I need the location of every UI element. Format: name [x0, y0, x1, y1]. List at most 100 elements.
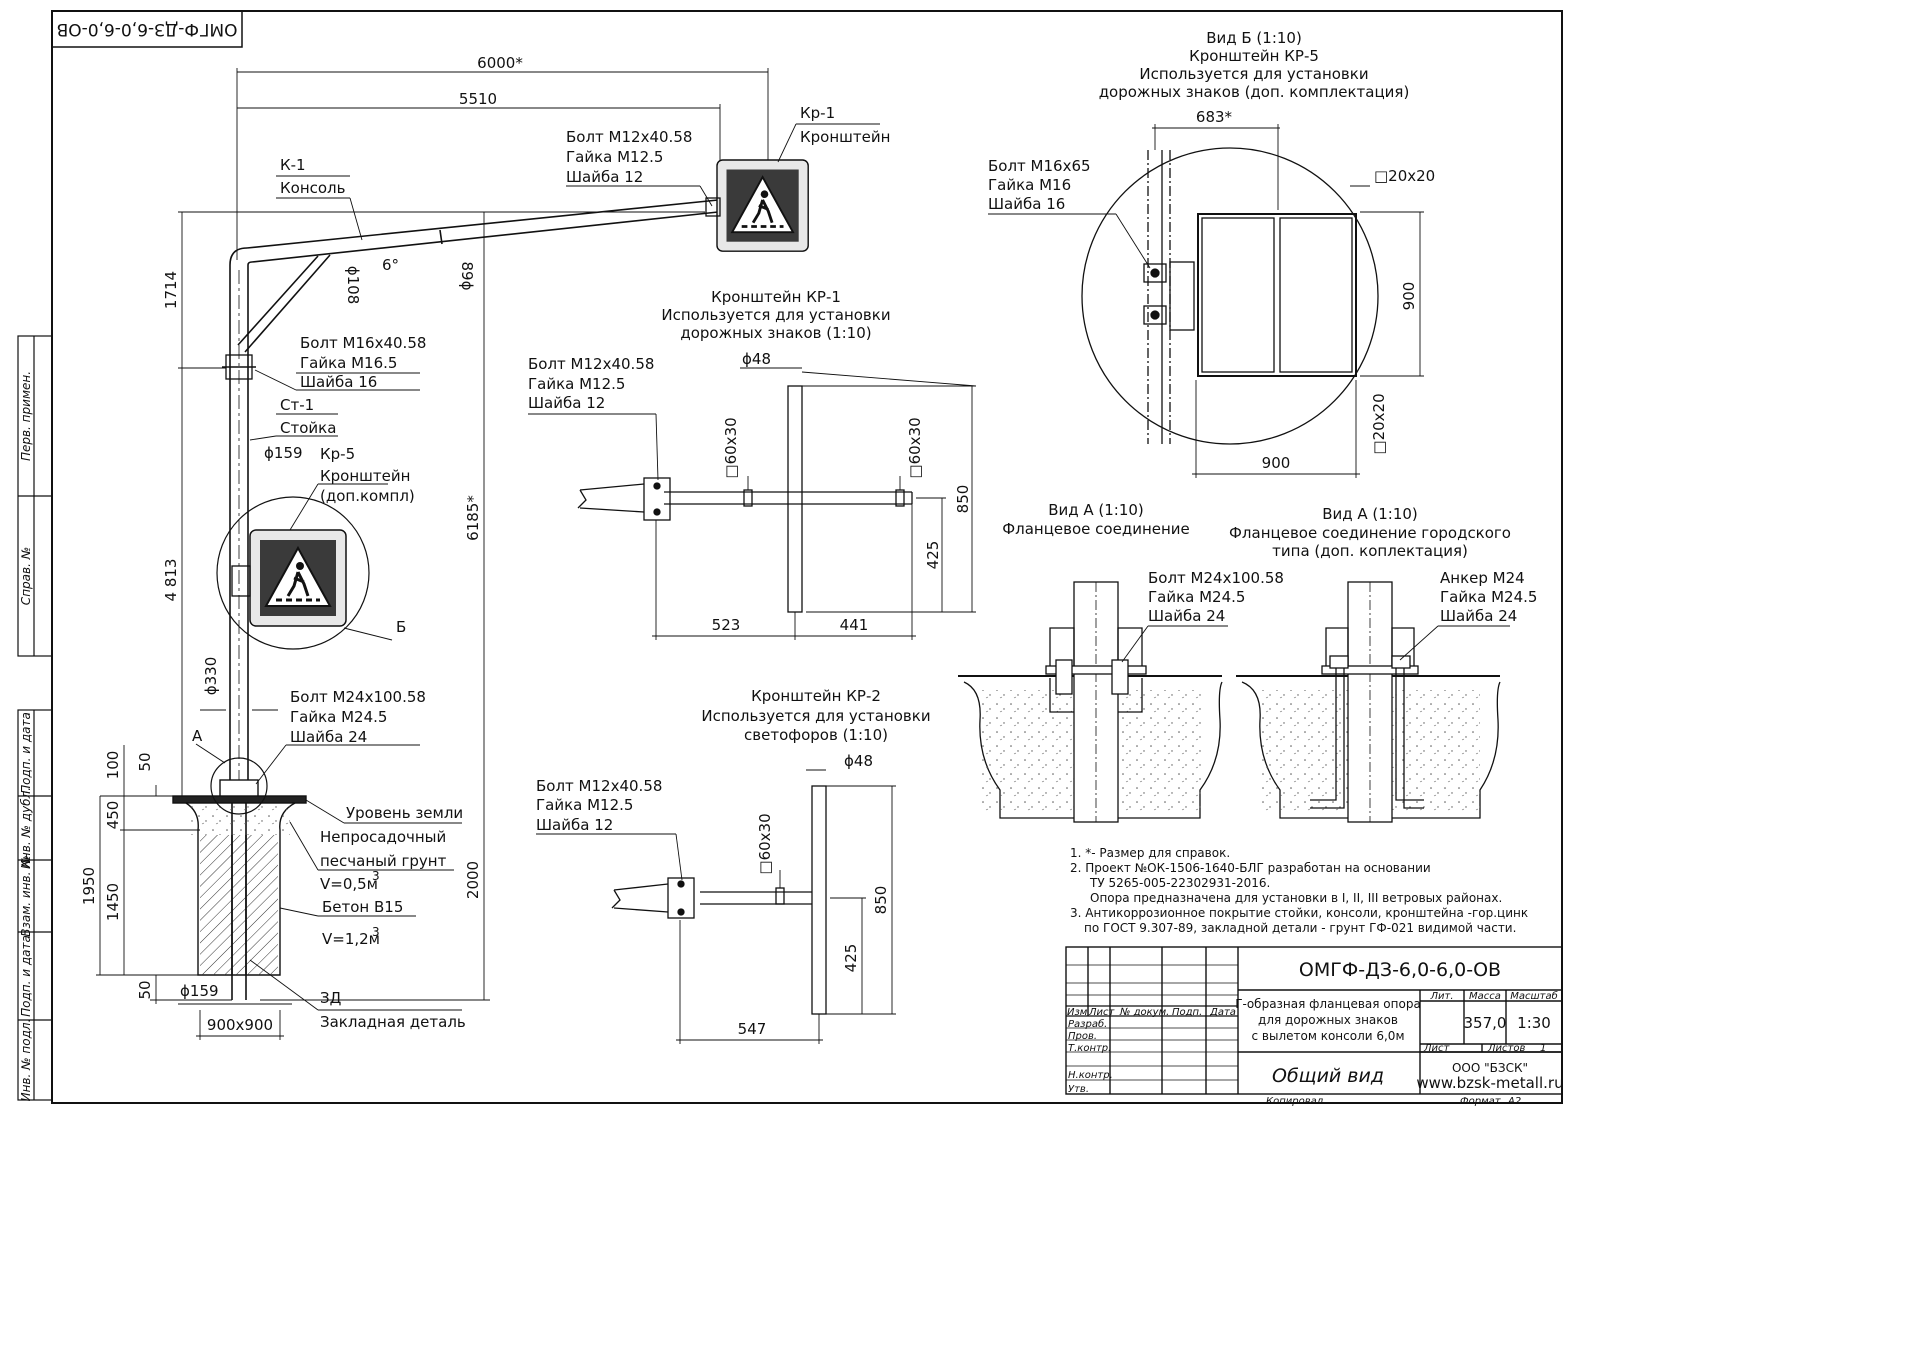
- kr2-washer: Шайба 12: [536, 816, 613, 834]
- viewa2-title-3: типа (доп. коплектация): [1272, 542, 1468, 560]
- label-kr5-name: Кронштейн: [320, 467, 410, 485]
- side-stamp-label: Подп. и дата: [19, 935, 33, 1017]
- note-line: Опора предназначена для установки в I, I…: [1090, 891, 1502, 905]
- kr2-title-1: Кронштейн КР-2: [751, 687, 881, 705]
- dim-6185: 6185*: [464, 495, 482, 541]
- dim-50b: 50: [136, 980, 154, 999]
- viewa2-title-1: Вид А (1:10): [1322, 505, 1418, 523]
- kr1-d523: 523: [712, 616, 741, 634]
- viewb-sq20b: □20х20: [1370, 393, 1388, 454]
- label-concrete-exp: 3: [372, 925, 380, 939]
- tb-name-3: с вылетом консоли 6,0м: [1251, 1029, 1404, 1043]
- mark-b: Б: [396, 618, 406, 636]
- dim-angle: 6°: [382, 256, 399, 274]
- label-kr1-name: Кронштейн: [800, 128, 890, 146]
- viewa2-title-2: Фланцевое соединение городского: [1229, 524, 1511, 542]
- label-bolt-kr1: Болт М12х40.58: [566, 128, 692, 146]
- kr1-nut: Гайка М12.5: [528, 375, 625, 393]
- tb-col: Лист: [1088, 1007, 1116, 1018]
- label-ground-level: Уровень земли: [346, 804, 463, 822]
- title-block: [1065, 946, 1563, 1095]
- kr1-dims: [528, 367, 977, 640]
- dim-phi89: 89ϕ: [458, 262, 476, 291]
- callout-circle-b: [216, 496, 370, 650]
- viewa2-anchor: Анкер М24: [1440, 569, 1525, 587]
- label-nut-m24: Гайка М24.5: [290, 708, 387, 726]
- kr1-title-2: Используется для установки: [661, 306, 890, 324]
- label-zd-code: ЗД: [320, 989, 341, 1007]
- dim-100: 100: [104, 751, 122, 780]
- label-zd-name: Закладная деталь: [320, 1013, 466, 1031]
- tb-view: Общий вид: [1272, 1065, 1384, 1087]
- mark-a: А: [192, 727, 203, 745]
- viewa1-bolt: Болт М24х100.58: [1148, 569, 1284, 587]
- dim-1950: 1950: [80, 867, 98, 905]
- viewb-title-4: дорожных знаков (доп. комплектация): [1099, 83, 1410, 101]
- kr1-title-1: Кронштейн КР-1: [711, 288, 841, 306]
- tb-org: ООО "БЗСК": [1452, 1061, 1528, 1075]
- tb-row: Утв.: [1068, 1084, 1089, 1095]
- tb-row: Н.контр.: [1068, 1070, 1113, 1081]
- label-bolt-m16: Болт М16х40.58: [300, 334, 426, 352]
- viewb-circle: [1081, 147, 1379, 445]
- dim-1714: 1714: [162, 271, 180, 309]
- tb-scale: 1:30: [1517, 1014, 1551, 1032]
- note-line: 2. Проект №ОК-1506-1640-БЛГ разработан н…: [1070, 861, 1431, 875]
- side-stamp-label: Инв. № подл.: [19, 1019, 33, 1102]
- label-kr5-note: (доп.компл): [320, 487, 415, 505]
- label-sand-1: Непросадочный: [320, 828, 446, 846]
- tb-col: № докум.: [1119, 1007, 1169, 1018]
- label-concrete: Бетон В15: [322, 898, 403, 916]
- label-sand-exp: 3: [372, 869, 380, 883]
- tb-mass: 357,0: [1464, 1014, 1507, 1032]
- kr2-bolt: Болт М12х40.58: [536, 777, 662, 795]
- viewa1-nut: Гайка М24.5: [1148, 588, 1245, 606]
- kr2-d850: 850: [872, 886, 890, 915]
- viewb-drawing: [1143, 150, 1357, 444]
- label-concrete-vol: V=1,2м: [322, 930, 380, 948]
- dimension-lines: [96, 68, 769, 1040]
- dim-phi108: ϕ108: [344, 266, 362, 305]
- tb-name-2: для дорожных знаков: [1258, 1013, 1398, 1027]
- sign-kr1: [715, 158, 810, 253]
- tb-col: Подп.: [1172, 1007, 1202, 1018]
- tb-col: Дата: [1209, 1007, 1236, 1018]
- label-washer-kr1: Шайба 12: [566, 168, 643, 186]
- tb-format: Формат: [1460, 1096, 1502, 1107]
- kr2-sq60: □60х30: [756, 813, 774, 874]
- tb-mass-h: Масса: [1469, 991, 1501, 1002]
- kr2-d425: 425: [842, 944, 860, 973]
- tb-format-v: А2: [1507, 1096, 1521, 1107]
- kr1-drawing: [577, 385, 913, 613]
- tb-lit: Лит.: [1429, 991, 1453, 1002]
- label-washer-m24: Шайба 24: [290, 728, 367, 746]
- leader-lines: [249, 123, 880, 1011]
- tb-site: www.bzsk-metall.ru: [1416, 1074, 1563, 1092]
- tb-copied: Копировал: [1266, 1096, 1324, 1107]
- base: [172, 779, 307, 976]
- viewb-d900h: 900: [1262, 454, 1291, 472]
- side-stamp: [17, 335, 53, 1101]
- callout-circle-a: [210, 757, 268, 815]
- label-kr1-code: Кр-1: [800, 104, 835, 122]
- viewa2-leader: [1399, 625, 1510, 661]
- kr2-d547: 547: [738, 1020, 767, 1038]
- label-bolt-m24: Болт М24х100.58: [290, 688, 426, 706]
- viewa1-drawing: [958, 581, 1223, 823]
- sign-kr5: [248, 528, 348, 628]
- kr1-d425: 425: [924, 541, 942, 570]
- dim-900x900: 900x900: [207, 1016, 273, 1034]
- note-line: ТУ 5265-005-22302931-2016.: [1089, 876, 1270, 890]
- viewa1-leader: [1121, 625, 1228, 663]
- kr1-phi48: ϕ48: [742, 350, 771, 368]
- kr2-title-3: светофоров (1:10): [744, 726, 888, 744]
- dim-phi330: ϕ330: [202, 657, 220, 696]
- dim-1450: 1450: [104, 883, 122, 921]
- kr1-d850: 850: [954, 485, 972, 514]
- label-k1-code: К-1: [280, 156, 306, 174]
- tb-row: Пров.: [1068, 1031, 1097, 1042]
- label-sand-vol: V=0,5м: [320, 875, 378, 893]
- kr1-bolt: Болт М12х40.58: [528, 355, 654, 373]
- tb-sheets: Листов: [1487, 1043, 1525, 1054]
- dim-450: 450: [104, 801, 122, 830]
